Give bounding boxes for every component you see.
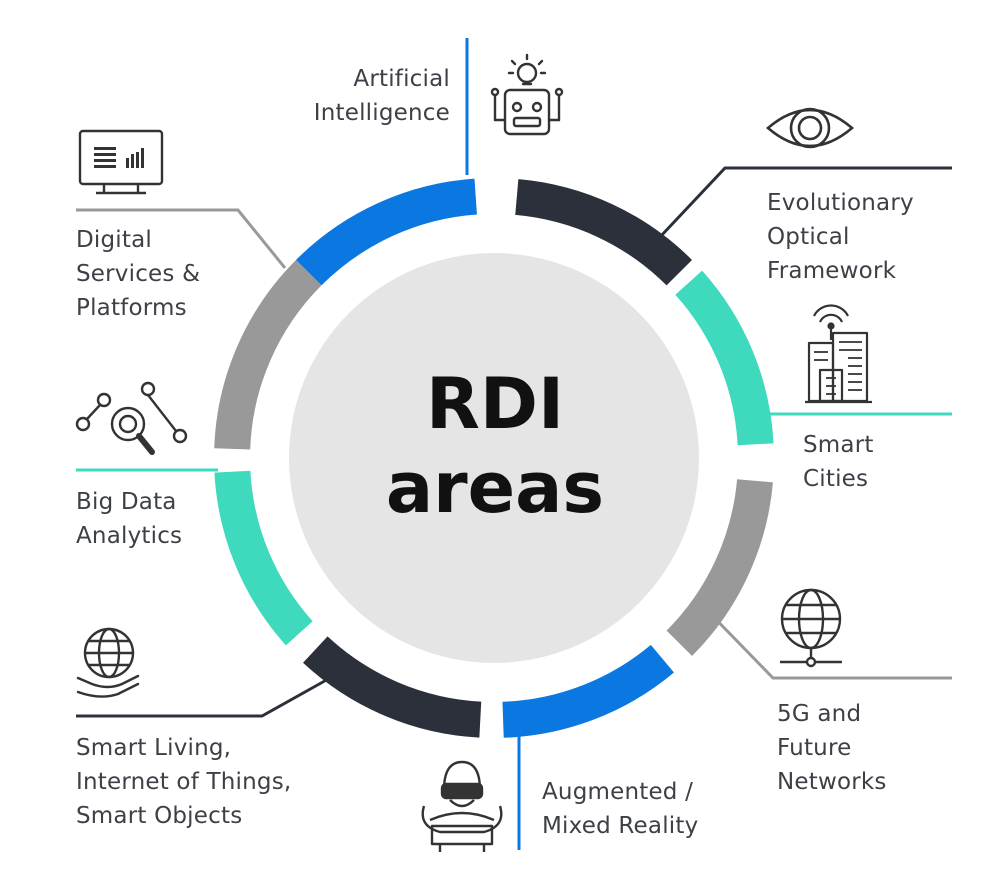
ring-segment-5g [666,478,773,657]
ring-segment-ai [295,178,478,286]
eye-icon [766,107,854,149]
label-augmented-mixed-reality: Augmented / Mixed Reality [542,779,699,839]
label-evolutionary-optical-framework: Evolutionary Optical Framework [767,190,914,284]
connector-line-optical [658,166,952,239]
connector-line-iot [76,676,331,718]
ring-segment-digital [214,259,322,450]
robot-lightbulb-icon [490,53,564,136]
connector-line-5g [698,601,952,680]
ring-segment-cities [675,270,774,446]
network-globe-icon [780,588,842,668]
ring-segment-bigdata [214,470,313,646]
center-circle [289,253,699,663]
ring-segment-iot [303,636,482,738]
label-digital-services-platforms: Digital Services & Platforms [76,227,201,321]
ring-segment-ar [502,644,674,738]
ring-segment-optical [514,179,693,286]
globe-in-hand-icon [76,627,140,698]
label-smart-living-iot: Smart Living, Internet of Things, Smart … [76,735,292,829]
smart-city-buildings-icon [805,304,872,404]
vr-headset-person-icon [421,760,503,852]
label-big-data-analytics: Big Data Analytics [76,489,183,549]
data-analytics-magnifier-icon [75,381,188,455]
connector-line-digital [76,208,287,269]
label-smart-cities: Smart Cities [803,432,874,492]
center-title: RDI areas [385,363,605,529]
label-artificial-intelligence: Artificial Intelligence [313,66,450,126]
monitor-dashboard-icon [78,129,164,195]
label-5g-future-networks: 5G and Future Networks [777,701,887,795]
ring-segments [214,178,774,738]
